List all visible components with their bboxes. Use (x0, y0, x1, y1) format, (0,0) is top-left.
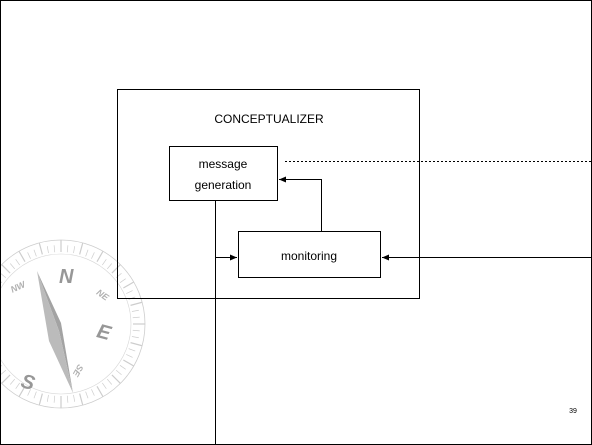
compass-tick (79, 393, 84, 406)
compass-tick (9, 378, 15, 385)
compass-watermark: N NW NE E S SE (1, 239, 146, 409)
compass-tick (33, 249, 37, 257)
compass-tick (126, 290, 133, 294)
compass-tick (33, 391, 37, 399)
compass-tick (27, 389, 31, 396)
compass-tick (130, 301, 143, 306)
compass-tick (115, 272, 122, 278)
compass-tick (102, 382, 107, 389)
compass-letter-s: S (18, 370, 37, 395)
compass-tick (15, 382, 20, 389)
compass-tick (1, 273, 7, 278)
compass-tick (66, 245, 69, 253)
compass-tick (53, 245, 56, 253)
compass-tick (1, 264, 11, 274)
compass-tick (91, 252, 95, 259)
compass-tick (111, 264, 121, 274)
conceptualizer-box (117, 89, 420, 299)
compass-tick (115, 370, 122, 376)
compass-tick (111, 374, 121, 384)
compass-tick (85, 391, 89, 399)
compass-tick (66, 395, 69, 403)
compass-ticks (1, 240, 145, 408)
compass-tick (1, 365, 3, 367)
compass-tick (107, 263, 113, 270)
compass-tick (15, 259, 20, 266)
compass-tick (27, 252, 31, 259)
compass-tick (73, 246, 76, 254)
compass-tick (128, 348, 136, 352)
compass-letter-e: E (94, 320, 113, 345)
compass-tick (46, 246, 49, 254)
compass-tick (123, 281, 135, 289)
compass-tick (119, 278, 126, 283)
compass-tick (18, 386, 26, 398)
compass-tick (38, 242, 43, 255)
compass-tick (85, 249, 89, 257)
compass-tick (131, 309, 139, 312)
compass-tick (1, 374, 11, 384)
compass-tick (18, 250, 26, 262)
monitoring-label: monitoring (281, 249, 337, 263)
compass-tick (1, 281, 3, 283)
compass-tick (38, 393, 43, 406)
compass-tick (96, 250, 104, 262)
compass-tick (130, 342, 143, 347)
compass-tick (46, 394, 49, 402)
page-number: 39 (569, 408, 577, 415)
compass-tick (53, 395, 56, 403)
compass-tick (123, 359, 135, 367)
compass-tick (132, 316, 140, 319)
compass-letter-nw: NW (9, 279, 28, 295)
compass-tick (1, 370, 7, 375)
compass-tick (96, 386, 104, 398)
message-generation-label-line1: message (199, 157, 248, 171)
compass-tick (107, 378, 113, 385)
conceptualizer-title: CONCEPTUALIZER (214, 112, 324, 126)
compass-tick (79, 242, 84, 255)
monitoring-to-message-arrow (279, 176, 322, 231)
compass-tick (91, 389, 95, 396)
compass-tick (126, 354, 133, 358)
monitoring-box (238, 231, 381, 278)
compass-letter-ne: NE (95, 287, 112, 303)
compass-tick (73, 394, 76, 402)
message-generation-label-line2: generation (195, 178, 252, 192)
compass-letter-se: SE (70, 363, 85, 379)
compass-tick (132, 329, 140, 332)
compass-tick (131, 336, 139, 339)
compass-tick (119, 365, 126, 370)
compass-tick (9, 263, 15, 270)
compass-tick (102, 259, 107, 266)
compass-letter-n: N (59, 266, 74, 288)
message-generation-box (169, 146, 278, 201)
